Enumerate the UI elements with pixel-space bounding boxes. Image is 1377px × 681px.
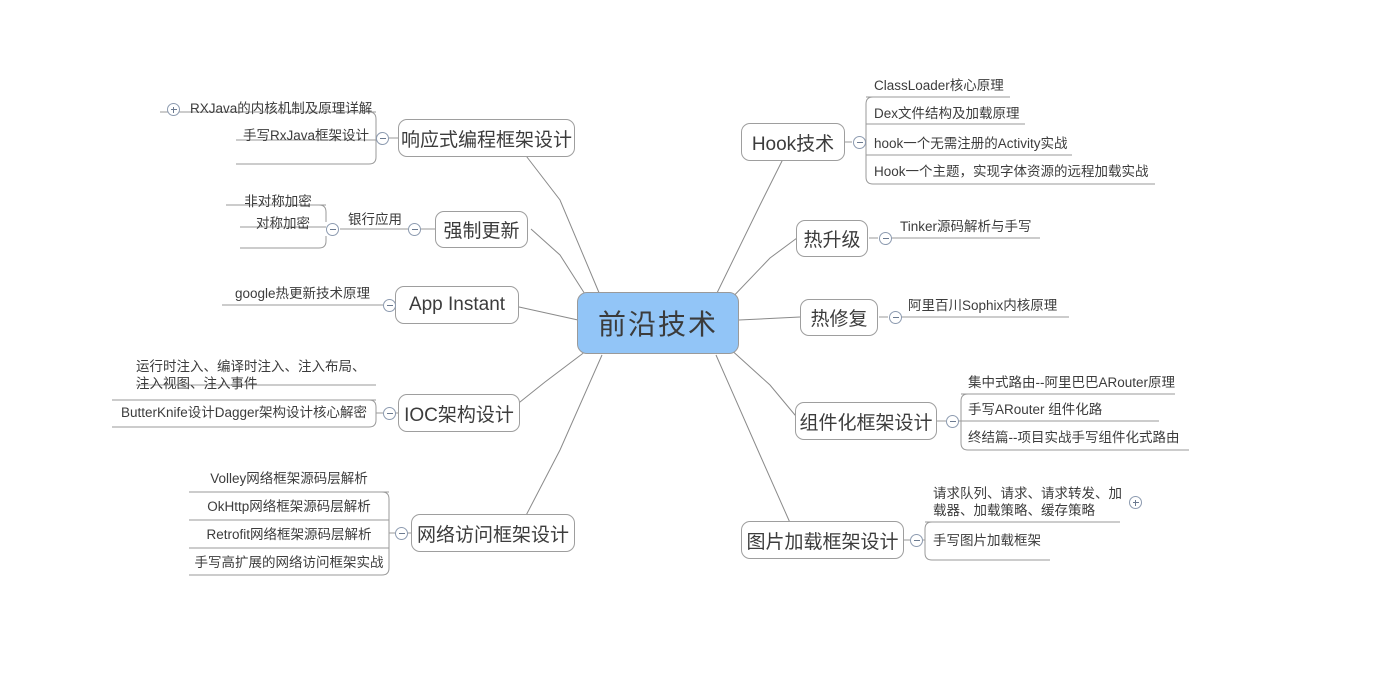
- leaf-hook-activity[interactable]: hook一个无需注册的Activity实战: [874, 134, 1084, 154]
- leaf-label: Retrofit网络框架源码层解析: [206, 526, 372, 542]
- branch-ioc[interactable]: IOC架构设计: [398, 394, 520, 432]
- leaf-request-pipeline[interactable]: 请求队列、请求、请求转发、加载器、加载策略、缓存策略: [933, 486, 1125, 518]
- leaf-symmetric-encryption[interactable]: 对称加密: [240, 214, 326, 234]
- minus-circle-icon[interactable]: [853, 136, 866, 149]
- leaf-sophix[interactable]: 阿里百川Sophix内核原理: [908, 296, 1073, 316]
- leaf-label: ClassLoader核心原理: [874, 77, 1004, 93]
- leaf-label: Hook一个主题，实现字体资源的远程加载实战: [874, 163, 1149, 179]
- branch-network[interactable]: 网络访问框架设计: [411, 514, 575, 552]
- leaf-label: 手写高扩展的网络访问框架实战: [194, 554, 384, 570]
- leaf-label: google热更新技术原理: [234, 285, 371, 301]
- branch-image-loader[interactable]: 图片加载框架设计: [741, 521, 904, 559]
- leaf-okhttp[interactable]: OkHttp网络框架源码层解析: [189, 497, 389, 517]
- leaf-arouter-handwrite[interactable]: 手写ARouter 组件化路: [968, 400, 1163, 420]
- branch-component[interactable]: 组件化框架设计: [795, 402, 937, 440]
- minus-circle-icon[interactable]: [376, 132, 389, 145]
- leaf-retrofit[interactable]: Retrofit网络框架源码层解析: [189, 525, 389, 545]
- leaf-volley[interactable]: Volley网络框架源码层解析: [189, 469, 389, 489]
- leaf-label: Tinker源码解析与手写: [900, 218, 1032, 234]
- leaf-label: 终结篇--项目实战手写组件化式路由: [968, 429, 1180, 445]
- leaf-handwrite-network[interactable]: 手写高扩展的网络访问框架实战: [189, 553, 389, 573]
- branch-hot-fix-label: 热修复: [810, 309, 868, 330]
- branch-network-label: 网络访问框架设计: [417, 524, 570, 546]
- leaf-label: OkHttp网络框架源码层解析: [207, 498, 371, 514]
- minus-circle-icon[interactable]: [408, 223, 421, 236]
- leaf-bank-app[interactable]: 银行应用: [340, 210, 410, 230]
- minus-circle-icon[interactable]: [910, 534, 923, 547]
- branch-app-instant[interactable]: App Instant: [395, 286, 519, 324]
- leaf-rxjava-handwrite[interactable]: 手写RxJava框架设计: [236, 126, 376, 146]
- leaf-label: Dex文件结构及加载原理: [874, 105, 1020, 121]
- minus-circle-icon[interactable]: [383, 299, 396, 312]
- plus-circle-icon[interactable]: [1129, 496, 1142, 509]
- branch-hot-upgrade-label: 热升级: [803, 230, 861, 251]
- leaf-label: 集中式路由--阿里巴巴ARouter原理: [968, 374, 1176, 390]
- branch-force-update-label: 强制更新: [443, 221, 520, 242]
- branch-reactive-label: 响应式编程框架设计: [401, 129, 573, 151]
- leaf-hook-theme[interactable]: Hook一个主题，实现字体资源的远程加载实战: [874, 162, 1164, 182]
- leaf-google-hotfix-principle[interactable]: google热更新技术原理: [222, 284, 383, 304]
- leaf-label: 请求队列、请求、请求转发、加载器、加载策略、缓存策略: [933, 486, 1122, 518]
- leaf-label: RXJava的内核机制及原理详解: [190, 100, 373, 116]
- branch-reactive[interactable]: 响应式编程框架设计: [398, 119, 575, 157]
- branch-app-instant-label: App Instant: [408, 294, 506, 315]
- minus-circle-icon[interactable]: [879, 232, 892, 245]
- leaf-label: ButterKnife设计Dagger架构设计核心解密: [120, 404, 368, 420]
- leaf-classloader[interactable]: ClassLoader核心原理: [874, 76, 1014, 96]
- root-node[interactable]: 前沿技术: [577, 292, 739, 354]
- branch-hook[interactable]: Hook技术: [741, 123, 845, 161]
- leaf-asymmetric-encryption[interactable]: 非对称加密: [230, 192, 326, 212]
- branch-hot-fix[interactable]: 热修复: [800, 299, 878, 336]
- branch-hot-upgrade[interactable]: 热升级: [796, 220, 868, 257]
- leaf-label: 手写ARouter 组件化路: [968, 401, 1103, 417]
- leaf-label: 运行时注入、编译时注入、注入布局、注入视图、注入事件: [136, 359, 366, 391]
- leaf-arouter-final[interactable]: 终结篇--项目实战手写组件化式路由: [968, 428, 1193, 448]
- leaf-label: 对称加密: [256, 215, 310, 231]
- branch-image-loader-label: 图片加载框架设计: [746, 531, 899, 553]
- leaf-injection-types[interactable]: 运行时注入、编译时注入、注入布局、注入视图、注入事件: [136, 359, 376, 391]
- leaf-butterknife-dagger[interactable]: ButterKnife设计Dagger架构设计核心解密: [112, 403, 376, 423]
- leaf-rxjava-kernel[interactable]: RXJava的内核机制及原理详解: [190, 99, 376, 119]
- minus-circle-icon[interactable]: [946, 415, 959, 428]
- leaf-arouter-principle[interactable]: 集中式路由--阿里巴巴ARouter原理: [968, 373, 1183, 393]
- leaf-label: 手写图片加载框架: [933, 532, 1041, 548]
- leaf-tinker[interactable]: Tinker源码解析与手写: [900, 217, 1045, 237]
- branch-hook-label: Hook技术: [751, 133, 835, 155]
- leaf-label: 非对称加密: [244, 193, 312, 209]
- leaf-label: 银行应用: [348, 211, 402, 227]
- branch-component-label: 组件化框架设计: [799, 412, 933, 434]
- leaf-label: 手写RxJava框架设计: [242, 127, 369, 143]
- leaf-dex-structure[interactable]: Dex文件结构及加载原理: [874, 104, 1034, 124]
- root-node-label: 前沿技术: [597, 309, 718, 340]
- branch-ioc-label: IOC架构设计: [404, 404, 514, 426]
- leaf-label: hook一个无需注册的Activity实战: [874, 135, 1068, 151]
- minus-circle-icon[interactable]: [889, 311, 902, 324]
- leaf-handwrite-image-loader[interactable]: 手写图片加载框架: [933, 531, 1063, 551]
- minus-circle-icon[interactable]: [326, 223, 339, 236]
- minus-circle-icon[interactable]: [395, 527, 408, 540]
- leaf-label: Volley网络框架源码层解析: [210, 470, 368, 486]
- leaf-label: 阿里百川Sophix内核原理: [908, 297, 1058, 313]
- minus-circle-icon[interactable]: [383, 407, 396, 420]
- plus-circle-icon[interactable]: [167, 103, 180, 116]
- branch-force-update[interactable]: 强制更新: [435, 211, 528, 248]
